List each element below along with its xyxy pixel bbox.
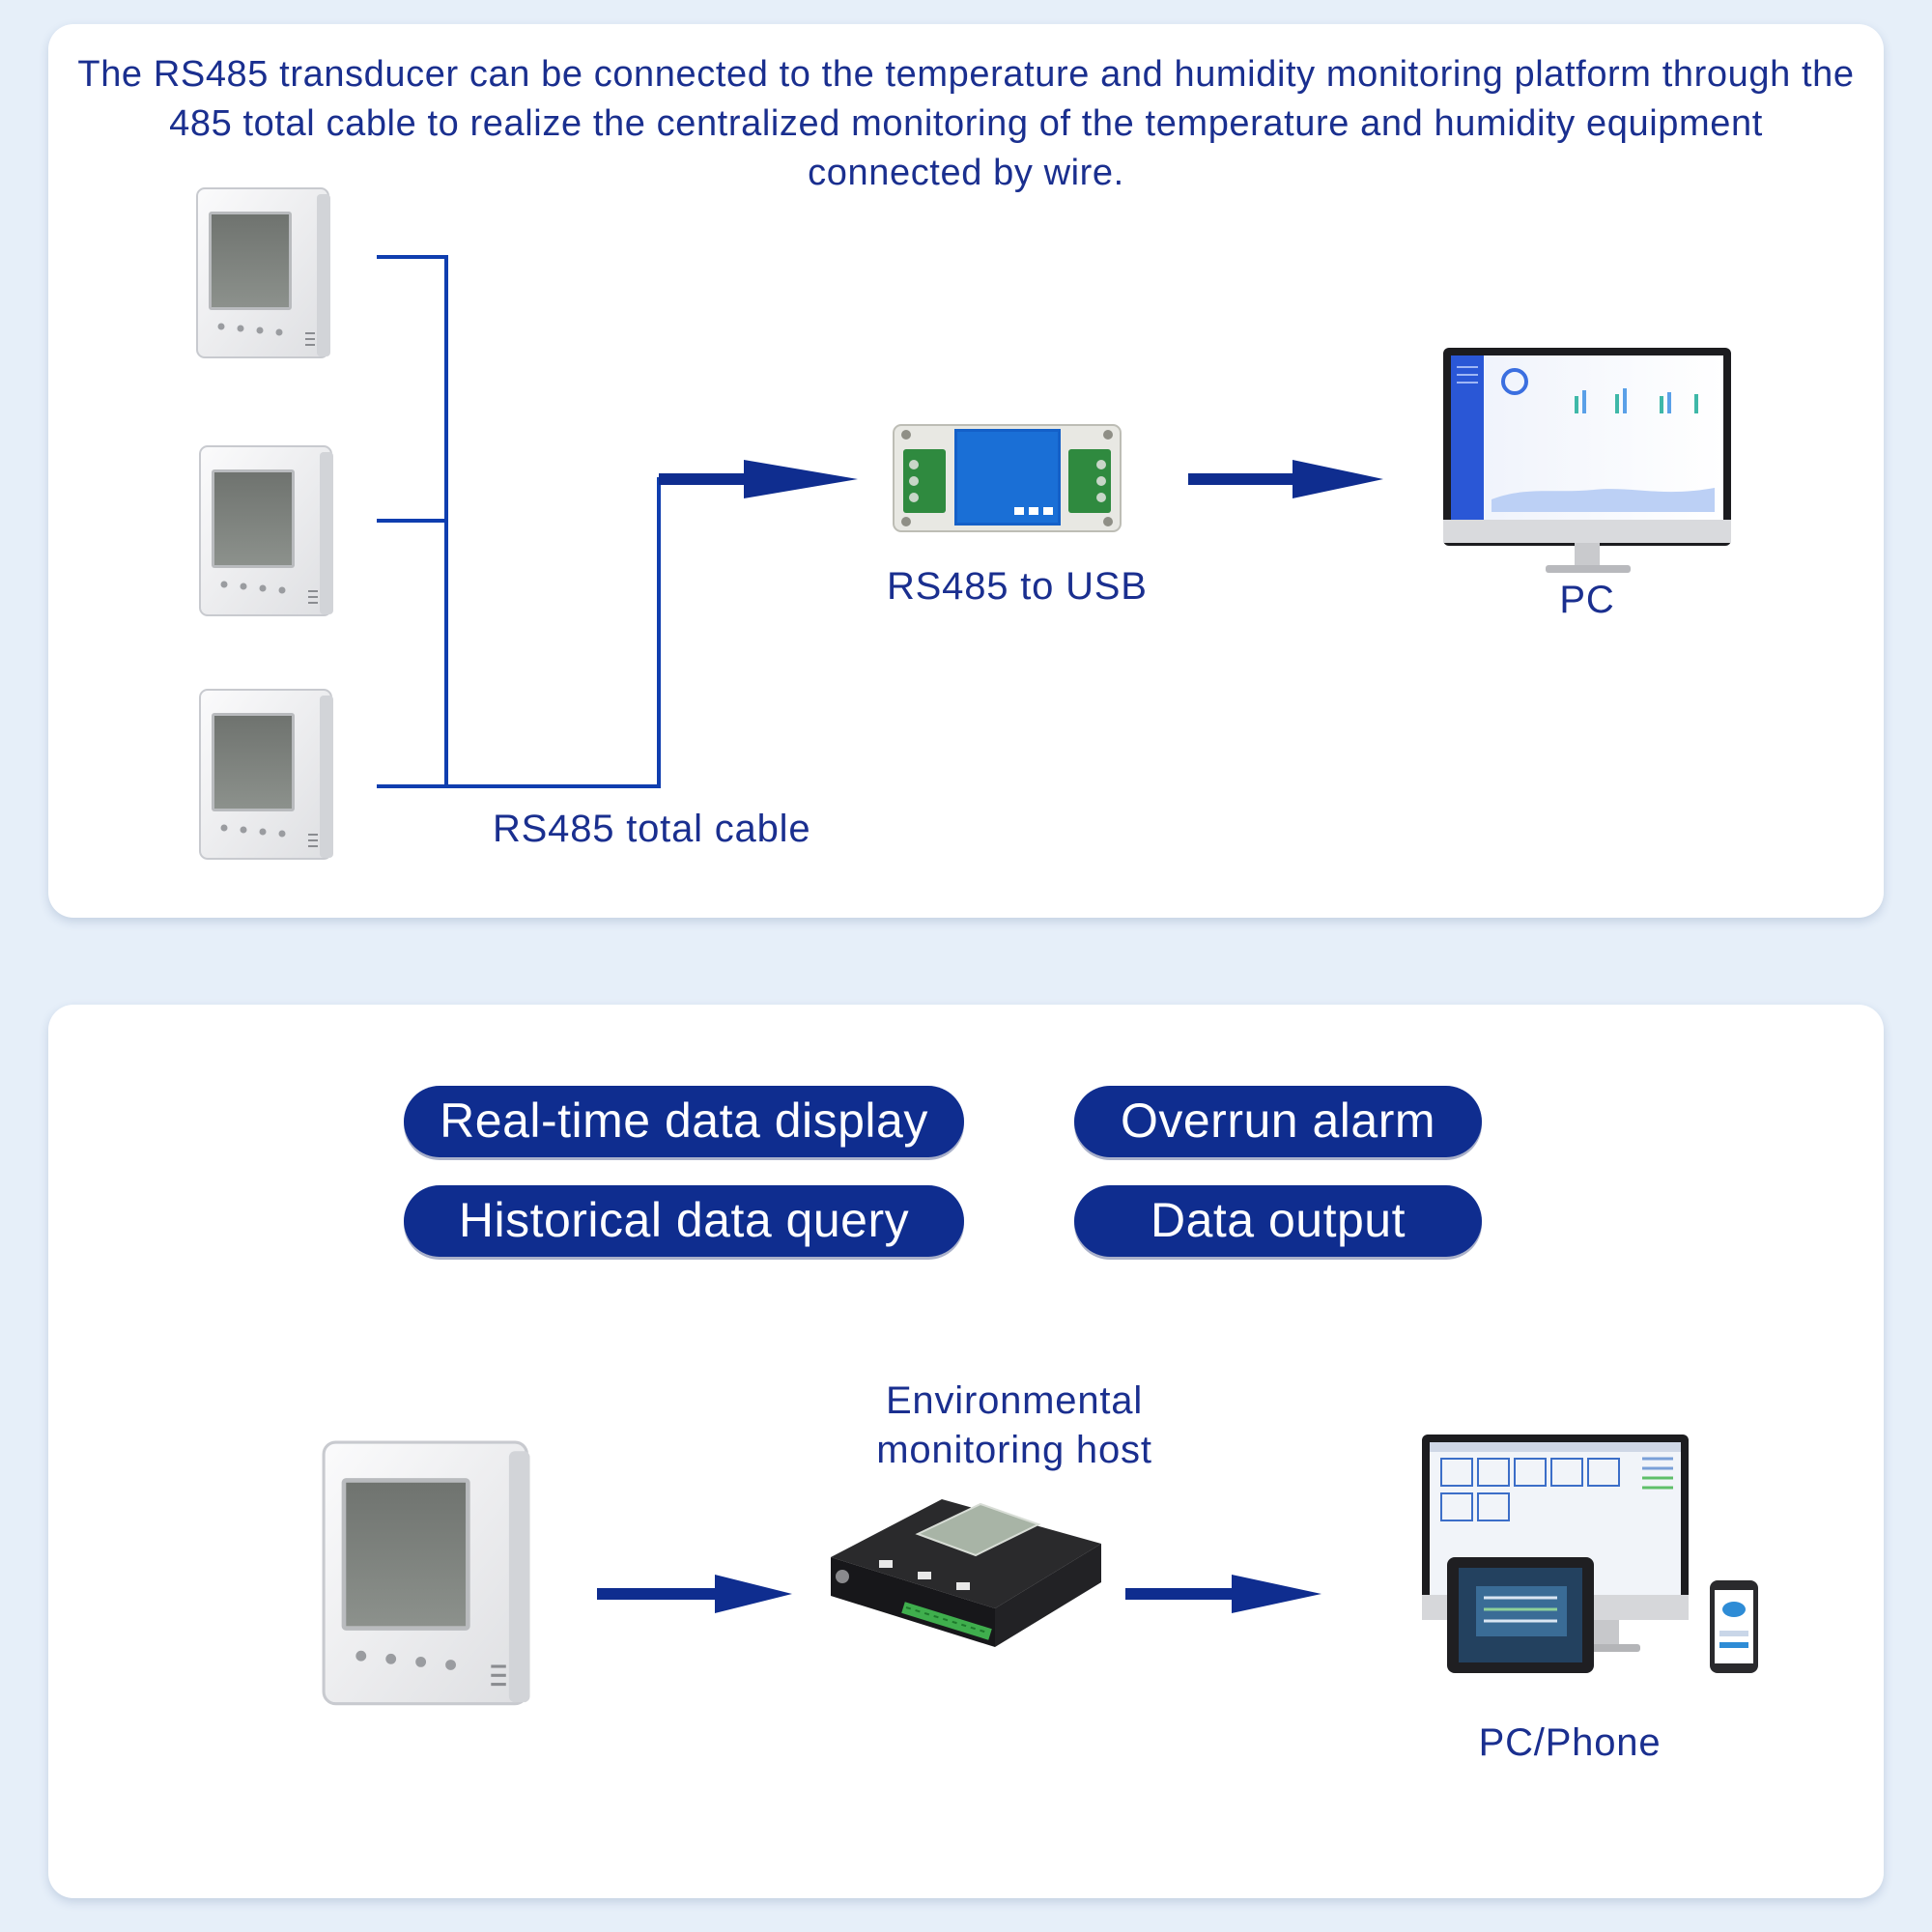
bottom-diagram [322, 1435, 1758, 1706]
top-diagram [196, 187, 1731, 860]
devices-label: PC/Phone [1478, 1721, 1662, 1764]
arrow-icon [597, 1575, 792, 1613]
sensor-device-icon [199, 445, 334, 616]
sensor-device-icon [322, 1440, 532, 1706]
rs485-bus-lines [377, 255, 676, 788]
feature-pill-output: Data output [1074, 1185, 1482, 1257]
arrow-icon [1188, 460, 1383, 498]
monitor-icon [1443, 348, 1731, 573]
arrow-icon [1125, 1575, 1321, 1613]
top-panel: The RS485 transducer can be connected to… [48, 24, 1884, 918]
feature-pill-realtime: Real-time data display [404, 1086, 964, 1157]
arrow-icon [659, 460, 858, 498]
monitoring-host-icon [831, 1499, 1101, 1647]
feature-pill-history: Historical data query [404, 1185, 964, 1257]
host-label: Environmental monitoring host [876, 1379, 1152, 1471]
sensor-device-icon [196, 187, 331, 358]
sensor-device-icon [199, 689, 334, 860]
devices-icon [1422, 1435, 1758, 1673]
bottom-panel: Real-time data display Overrun alarm His… [48, 1005, 1884, 1898]
rs485-usb-converter-icon [893, 424, 1122, 532]
intro-text: The RS485 transducer can be connected to… [77, 54, 1855, 193]
cable-label: RS485 total cable [493, 808, 811, 850]
converter-label: RS485 to USB [887, 565, 1148, 608]
pc-label: PC [1559, 579, 1615, 621]
feature-pill-alarm: Overrun alarm [1074, 1086, 1482, 1157]
